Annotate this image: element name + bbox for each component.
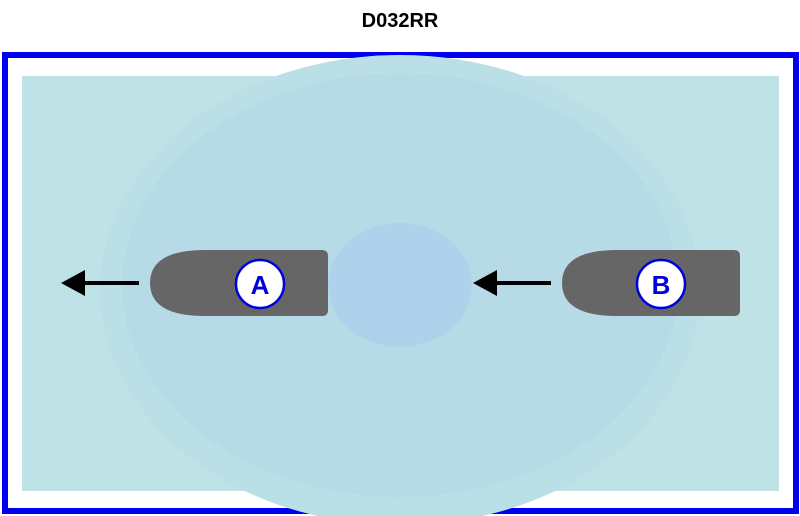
arrow-left-icon bbox=[473, 270, 551, 296]
boat-label: B bbox=[652, 270, 671, 300]
arrow-left-icon bbox=[61, 270, 139, 296]
diagram-title: D032RR bbox=[361, 10, 439, 32]
boat-b: B bbox=[562, 250, 740, 316]
zone-inner bbox=[328, 223, 472, 347]
boat-label-circle bbox=[635, 258, 687, 310]
boat-label: A bbox=[251, 270, 270, 300]
boat-a: A bbox=[150, 250, 328, 316]
boat-label-circle bbox=[234, 258, 286, 310]
